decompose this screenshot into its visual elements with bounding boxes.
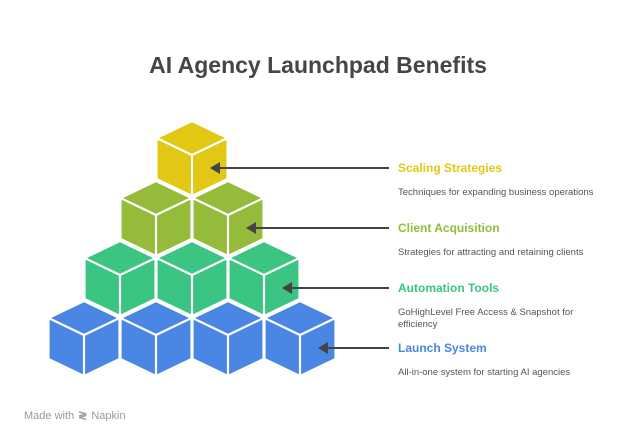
arrow-head-icon (318, 342, 328, 354)
arrow-head-icon (246, 222, 256, 234)
level-desc-scaling-strategies: Techniques for expanding business operat… (398, 187, 594, 198)
footer: Made with ≷ Napkin (24, 409, 126, 423)
napkin-brand: Napkin (91, 409, 126, 422)
level-title-scaling-strategies: Scaling Strategies (398, 161, 503, 175)
diagram-title: AI Agency Launchpad Benefits (149, 52, 487, 78)
level-title-client-acquisition: Client Acquisition (398, 221, 500, 235)
level-title-launch-system: Launch System (398, 341, 487, 355)
napkin-logo-icon: ≷ (78, 410, 88, 422)
level-desc-client-acquisition: Strategies for attracting and retaining … (398, 247, 584, 258)
made-with-label: Made with (24, 409, 75, 422)
arrow-head-icon (210, 162, 220, 174)
level-desc-automation-tools: GoHighLevel Free Access & Snapshot for e… (398, 307, 574, 330)
arrow-head-icon (282, 282, 292, 294)
level-title-automation-tools: Automation Tools (398, 281, 500, 295)
level-desc-launch-system: All-in-one system for starting AI agenci… (398, 367, 571, 378)
